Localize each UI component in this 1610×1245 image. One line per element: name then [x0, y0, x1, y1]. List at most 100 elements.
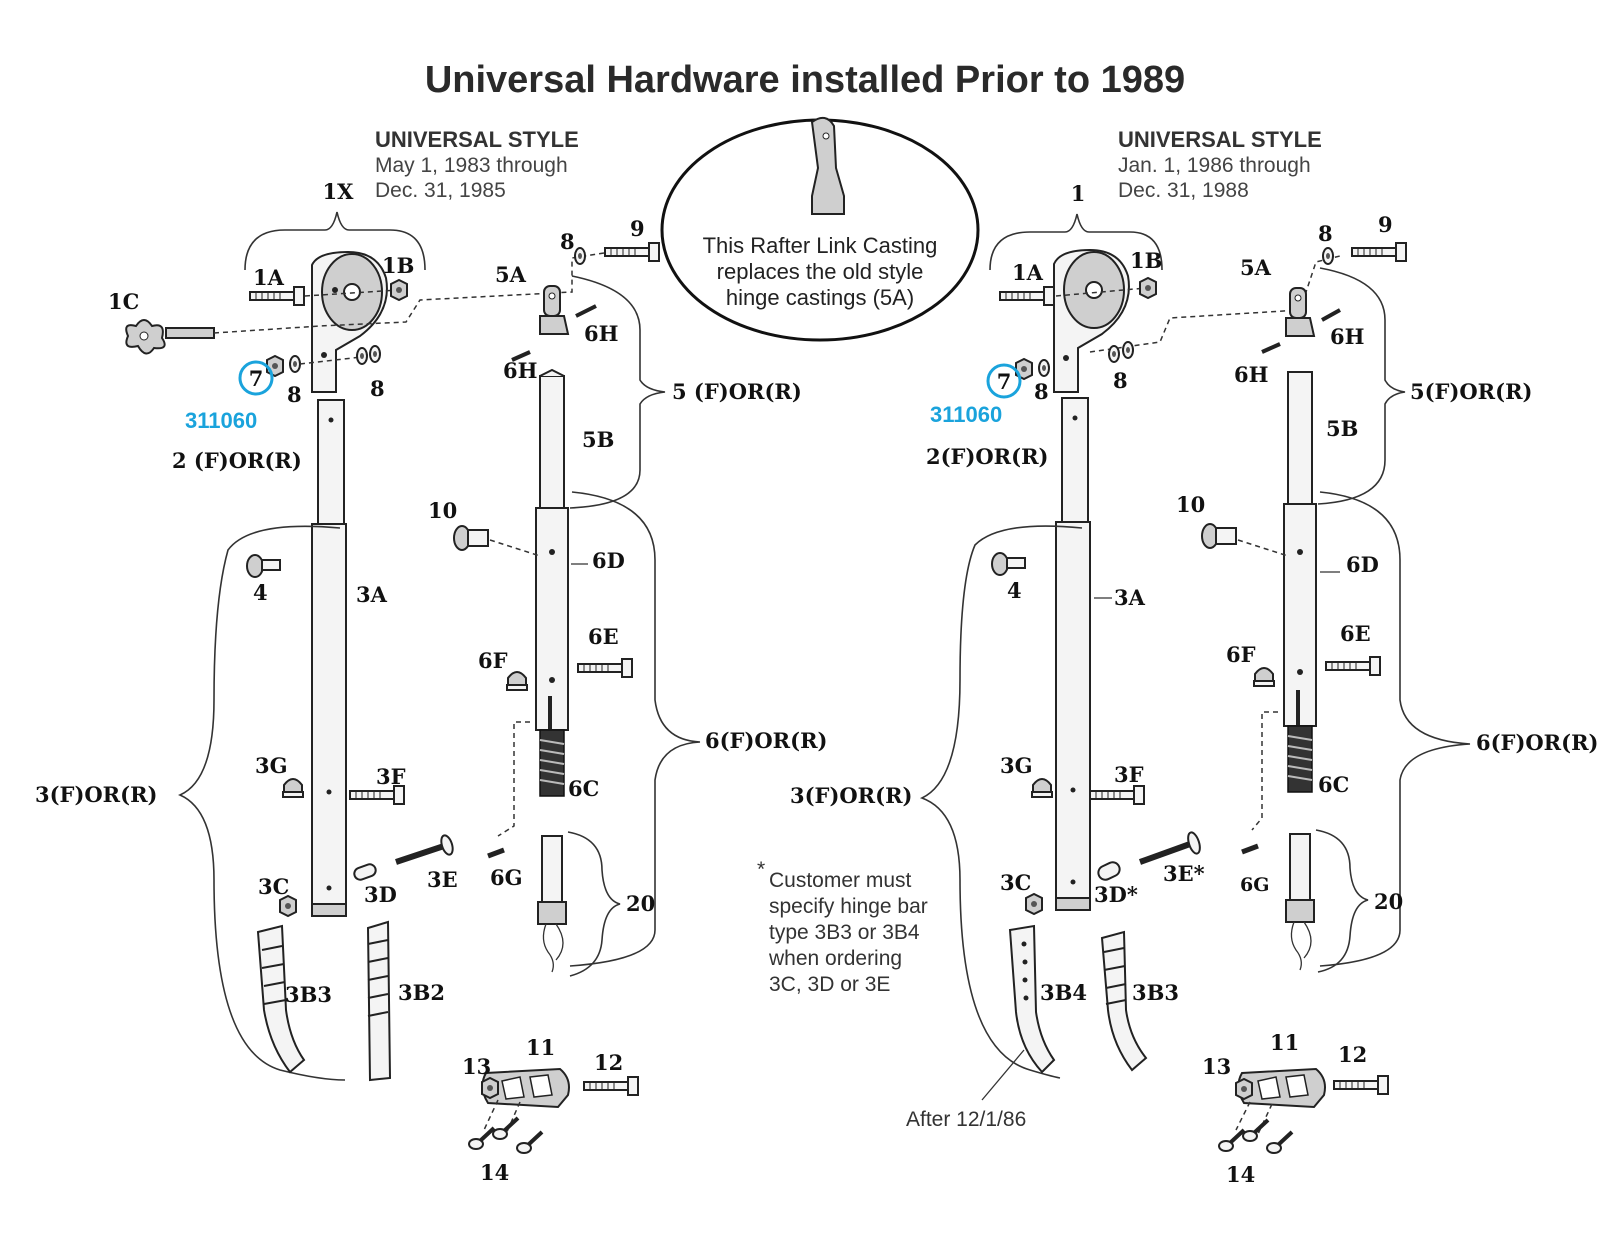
right-washer-8c [1122, 341, 1134, 359]
left-label-6h-top: 6H [584, 321, 618, 346]
right-bolt-6e [1325, 656, 1381, 676]
rafter-link-casting-icon [810, 116, 845, 215]
right-label-5: 5(F)OR(R) [1410, 379, 1532, 404]
right-label-3a: 3A [1114, 585, 1146, 610]
right-label-1: 1 [1071, 181, 1086, 206]
left-hub-casting [311, 250, 388, 393]
left-label-8-top: 8 [560, 229, 575, 254]
left-label-7: 7 [249, 366, 264, 391]
left-nut-1b [390, 279, 408, 301]
left-label-3b3: 3B3 [285, 982, 332, 1007]
left-nut-3g [282, 778, 304, 798]
left-casting-5a [539, 285, 569, 335]
right-label-7: 7 [997, 369, 1012, 394]
right-label-5b: 5B [1326, 416, 1358, 441]
right-label-6h-bot: 6H [1234, 362, 1268, 387]
left-part-number: 311060 [185, 408, 257, 433]
left-label-13: 13 [462, 1054, 491, 1079]
right-washer-8a [1038, 359, 1050, 377]
right-label-3f: 3F [1114, 762, 1144, 787]
right-style-date-2: Dec. 31, 1988 [1118, 179, 1249, 202]
right-nut-1b [1139, 277, 1157, 299]
right-pin-6h-top [1321, 308, 1341, 322]
diagram-title: Universal Hardware installed Prior to 19… [425, 59, 1185, 101]
left-brace-20 [567, 831, 621, 977]
right-part-number: 311060 [930, 402, 1002, 427]
right-bolt-1a [999, 286, 1055, 306]
left-label-5b: 5B [582, 427, 614, 452]
right-nut-3c [1025, 893, 1043, 915]
right-label-3: 3(F)OR(R) [790, 783, 912, 808]
left-label-6g: 6G [490, 865, 523, 890]
right-label-6h-top: 6H [1330, 324, 1364, 349]
left-label-8b: 8 [370, 376, 385, 401]
right-tube-3a [1055, 521, 1091, 911]
right-hub-casting [1053, 248, 1130, 393]
right-brace-6 [1319, 491, 1471, 967]
left-label-5: 5 (F)OR(R) [672, 379, 802, 404]
left-hinge-bar-3b2 [366, 920, 392, 1082]
left-spring-6c [539, 729, 565, 797]
right-label-6e: 6E [1340, 621, 1371, 646]
note-line-4: when ordering [768, 947, 902, 970]
left-plug-4 [246, 554, 281, 578]
left-label-3g: 3G [255, 753, 288, 778]
left-label-1b: 1B [382, 253, 414, 278]
note-line-1: Customer must [769, 869, 912, 892]
left-label-6: 6(F)OR(R) [705, 728, 827, 753]
left-washer-8b [356, 347, 368, 365]
left-label-6f: 6F [478, 648, 508, 673]
left-pin-3d [353, 863, 377, 881]
right-tube-6d [1283, 503, 1317, 727]
left-label-10: 10 [428, 498, 457, 523]
right-style-date-1: Jan. 1, 1986 through [1118, 154, 1311, 177]
right-label-9: 9 [1378, 212, 1393, 237]
right-label-1b: 1B [1130, 248, 1162, 273]
left-nut-13 [481, 1077, 499, 1099]
left-label-3d: 3D [364, 882, 397, 907]
note-line-3: type 3B3 or 3B4 [769, 921, 920, 944]
right-label-13: 13 [1202, 1054, 1231, 1079]
left-washer-8-top [574, 247, 586, 265]
right-hinge-bar-3b3 [1100, 930, 1148, 1072]
left-label-6d: 6D [592, 548, 625, 573]
right-screw-14a [1217, 1128, 1246, 1153]
left-highlight-circle [238, 360, 274, 396]
right-nut-6f [1253, 667, 1275, 687]
left-knob-1c [125, 319, 166, 355]
right-after-note: After 12/1/86 [906, 1108, 1026, 1131]
left-screw-14a [467, 1126, 496, 1151]
left-label-3a: 3A [356, 582, 388, 607]
right-casting-5a [1285, 287, 1315, 337]
right-pin-6h-bot [1261, 342, 1281, 354]
left-pin-6h-bot [511, 350, 531, 362]
left-label-1c: 1C [108, 289, 139, 314]
left-label-11: 11 [526, 1035, 555, 1060]
left-bolt-10 [453, 525, 489, 551]
left-assembly: UNIVERSAL STYLE May 1, 1983 through Dec.… [35, 127, 827, 1185]
right-label-3e: 3E* [1163, 861, 1205, 886]
right-plug-4 [991, 552, 1026, 576]
left-washer-8c [369, 345, 381, 363]
left-label-5a: 5A [495, 262, 527, 287]
left-label-2: 2 (F)OR(R) [172, 448, 302, 473]
right-label-3b3: 3B3 [1132, 980, 1179, 1005]
left-style-heading: UNIVERSAL STYLE [375, 127, 579, 152]
right-label-3g: 3G [1000, 753, 1033, 778]
left-label-20: 20 [626, 891, 655, 916]
left-label-3f: 3F [376, 764, 406, 789]
left-label-1x: 1X [323, 179, 355, 204]
right-label-5a: 5A [1240, 255, 1272, 280]
left-tube-5b [539, 368, 565, 509]
left-label-12: 12 [594, 1050, 623, 1075]
right-screw-14c [1265, 1130, 1294, 1155]
note-line-5: 3C, 3D or 3E [769, 973, 890, 996]
left-style-date-2: Dec. 31, 1985 [375, 179, 506, 202]
left-screw-14c [515, 1130, 544, 1155]
right-arm-2 [1061, 397, 1089, 525]
right-label-6: 6(F)OR(R) [1476, 730, 1598, 755]
right-pin-3d [1097, 861, 1121, 881]
right-bolt-3e [1138, 831, 1201, 865]
right-label-8b: 8 [1113, 368, 1128, 393]
